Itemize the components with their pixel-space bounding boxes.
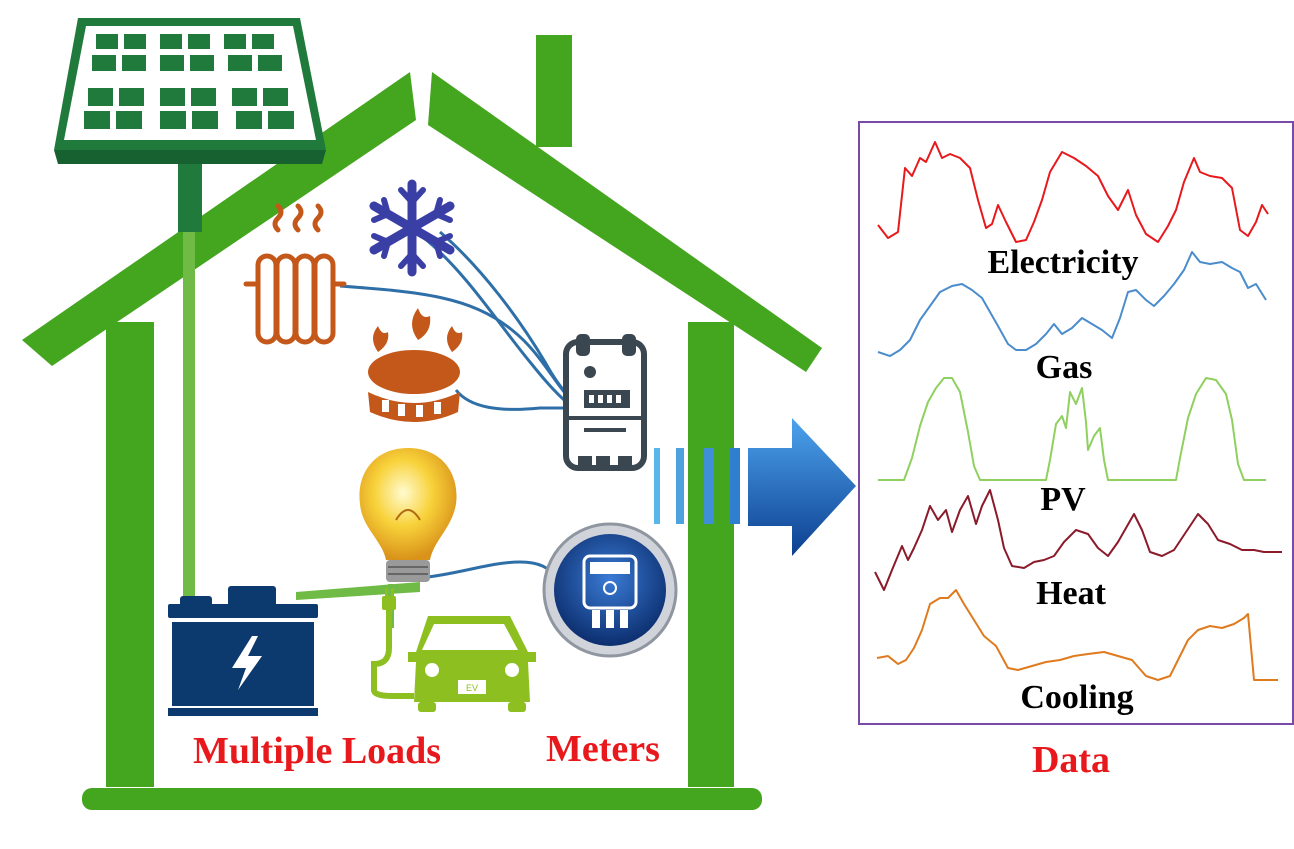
signal-label-gas: Gas <box>1036 349 1093 386</box>
multiple-loads-label: Multiple Loads <box>193 730 441 772</box>
signal-label-pv: PV <box>1040 481 1086 518</box>
data-label: Data <box>1032 739 1110 781</box>
data-panel: Electricity Gas PV Heat Cooling <box>858 121 1294 725</box>
gas-meter-icon <box>563 334 647 471</box>
signal-label-electricity: Electricity <box>987 244 1138 281</box>
signal-line-cooling <box>876 589 1278 681</box>
gas-burner-icon <box>368 308 463 422</box>
signal-label-cooling: Cooling <box>1020 679 1133 716</box>
signal-line-gas <box>877 251 1267 357</box>
meters-label: Meters <box>546 728 660 770</box>
signal-line-heat <box>874 489 1282 591</box>
snowflake-icon <box>369 179 455 277</box>
smart-meter-icon <box>542 522 678 658</box>
battery-icon <box>168 586 318 716</box>
svg-text:EV: EV <box>466 683 478 693</box>
solar-cable <box>183 232 195 598</box>
electric-car-icon: EV <box>371 588 536 712</box>
light-bulb-icon <box>359 448 457 582</box>
signal-label-heat: Heat <box>1036 575 1107 612</box>
radiator-icon <box>243 203 347 345</box>
arrow-icon <box>654 418 856 556</box>
solar-panel-icon <box>54 18 326 232</box>
signal-line-electricity <box>877 141 1269 243</box>
signal-line-pv <box>878 377 1266 481</box>
